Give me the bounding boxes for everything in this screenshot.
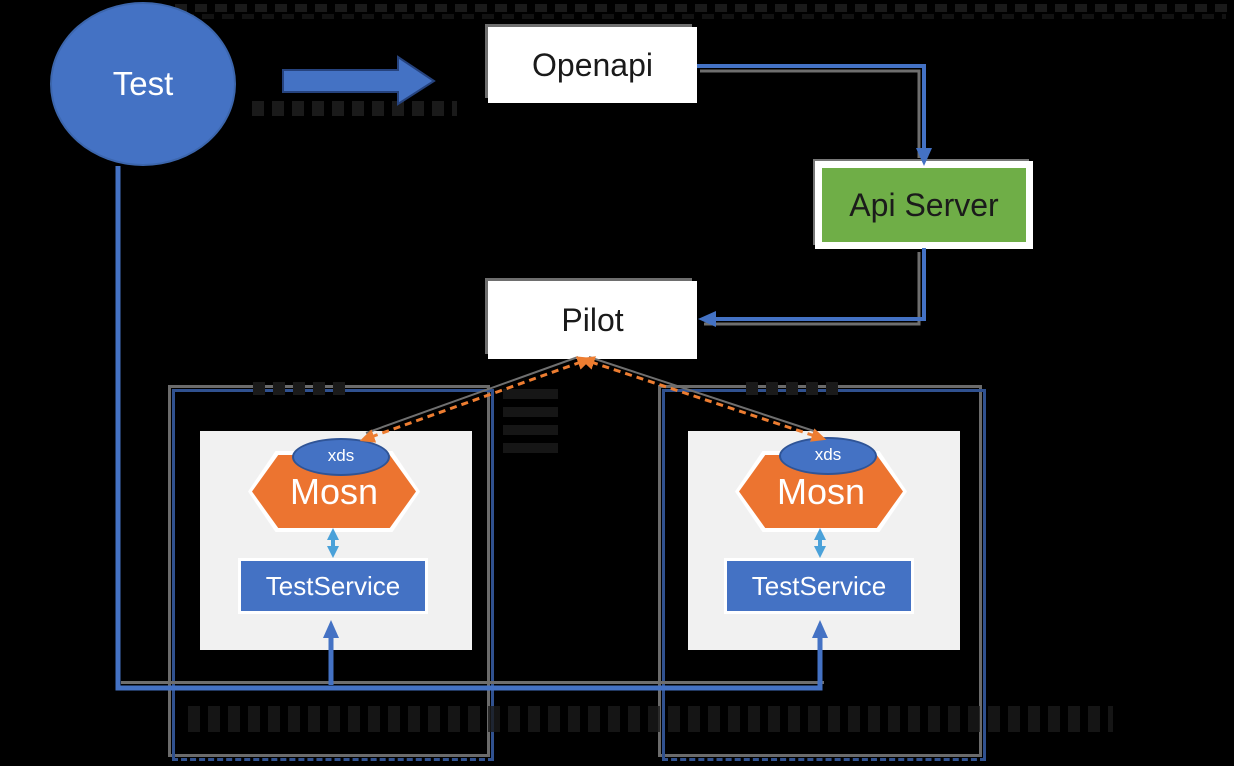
- connector-openapi-apiserver-gray: [700, 69, 921, 158]
- node-test: Test: [50, 2, 236, 166]
- connector-apiserver-pilot-gray: [704, 252, 921, 326]
- node-test-label: Test: [112, 65, 174, 102]
- node-openapi: Openapi: [488, 27, 697, 103]
- faint-text-artifact-mid: [503, 389, 558, 461]
- node-api-server-label: Api Server: [849, 186, 999, 223]
- badge-xds-left: xds: [292, 438, 390, 476]
- faint-text-artifact-top2: [182, 14, 1226, 19]
- node-mosn-left-label: Mosn: [289, 470, 379, 512]
- node-pilot-label: Pilot: [561, 301, 624, 338]
- arrow-test-to-openapi: [282, 55, 436, 106]
- faint-text-artifact-pod1-label: [253, 382, 353, 395]
- faint-text-artifact-top: [175, 4, 1230, 12]
- node-pilot: Pilot: [488, 281, 697, 359]
- faint-text-artifact-pod2-label: [746, 382, 841, 395]
- faint-text-artifact-arrow-label: [252, 101, 457, 116]
- badge-xds-right-label: xds: [814, 445, 842, 464]
- badge-xds-right: xds: [779, 437, 877, 475]
- connector-openapi-to-apiserver: [697, 64, 932, 166]
- connector-apiserver-to-pilot: [698, 248, 926, 327]
- node-openapi-label: Openapi: [532, 46, 653, 83]
- node-testservice-right-label: TestService: [751, 570, 887, 601]
- badge-xds-left-label: xds: [327, 446, 355, 465]
- node-testservice-left: TestService: [238, 558, 428, 614]
- node-mosn-right-label: Mosn: [776, 470, 866, 512]
- node-testservice-left-label: TestService: [265, 570, 401, 601]
- node-testservice-right: TestService: [724, 558, 914, 614]
- node-api-server: Api Server: [815, 161, 1033, 249]
- faint-text-artifact-bottom: [188, 706, 1113, 732]
